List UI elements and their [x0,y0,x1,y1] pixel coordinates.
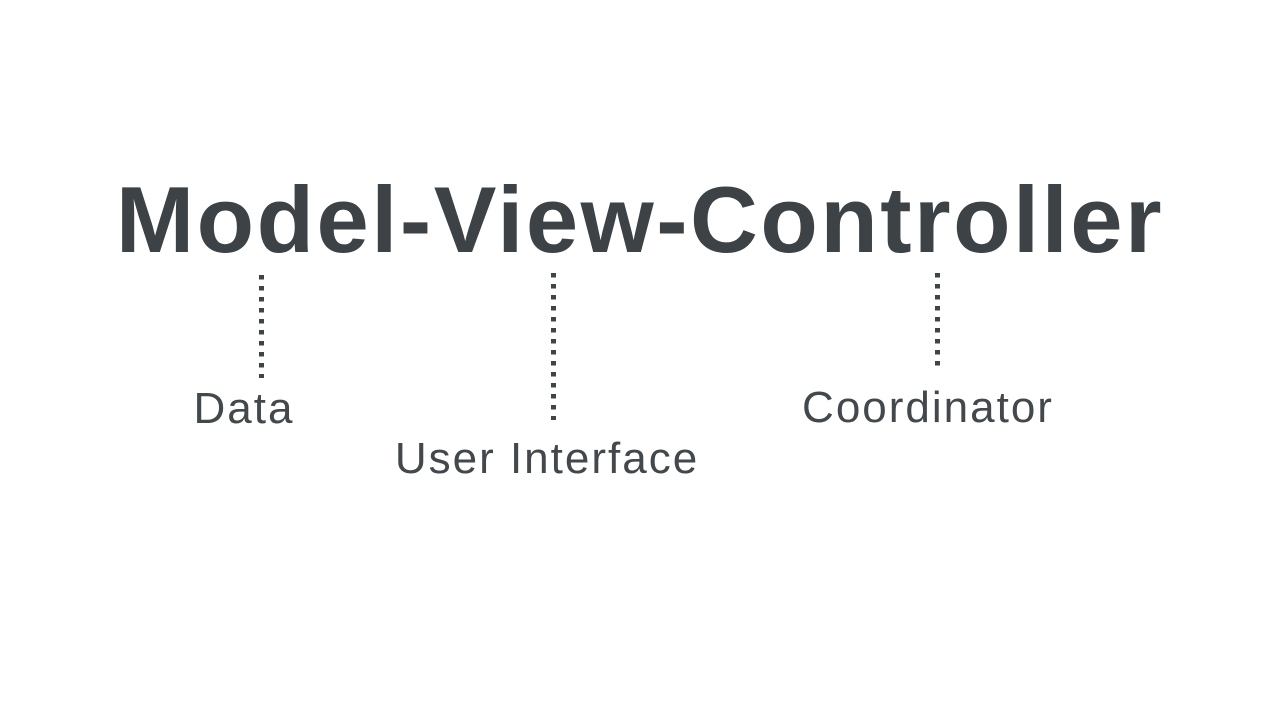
dotted-connector-controller-to-coordinator [935,273,940,369]
dotted-connector-model-to-data [259,275,264,378]
label-user-interface: User Interface [394,434,700,483]
label-data: Data [193,384,295,433]
diagram-title: Model-View-Controller [115,167,1165,272]
label-coordinator: Coordinator [802,383,1054,432]
dotted-connector-view-to-user-interface [551,273,556,420]
